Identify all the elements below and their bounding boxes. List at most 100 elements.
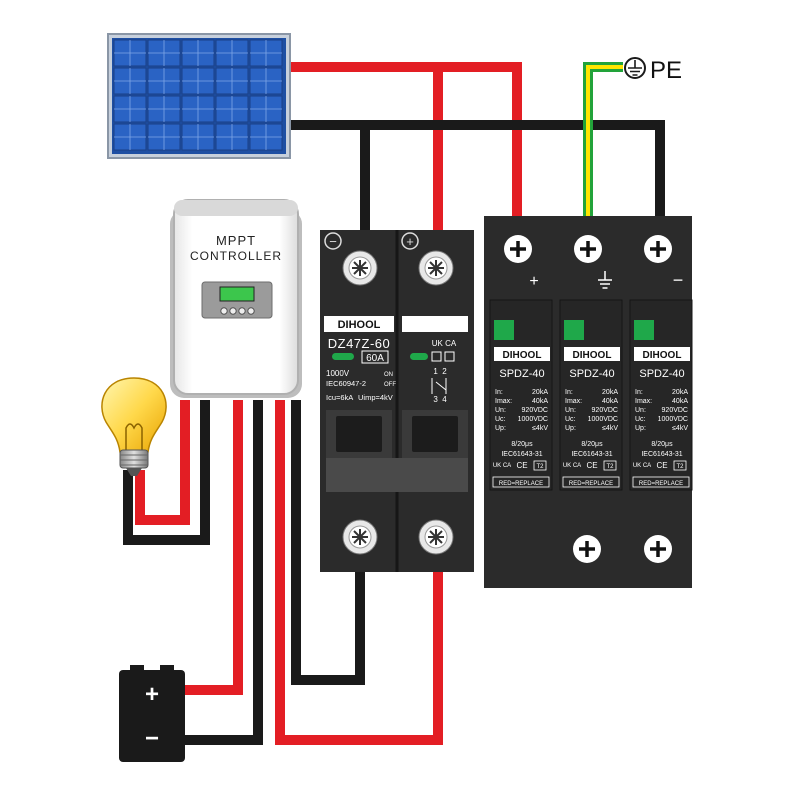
breaker-top-terminal-screw[interactable] bbox=[418, 250, 454, 286]
mppt-controller: MPPT CONTROLLER bbox=[170, 199, 302, 398]
breaker-top-terminal-screw[interactable] bbox=[342, 250, 378, 286]
mppt-button[interactable] bbox=[229, 307, 237, 315]
spd-spec-value: 920VDC bbox=[662, 407, 688, 414]
mppt-button[interactable] bbox=[220, 307, 228, 315]
spd-top-terminal-screw[interactable] bbox=[504, 235, 532, 263]
pe-earth-wire bbox=[583, 62, 623, 218]
spd-ce-mark: CE bbox=[516, 461, 527, 470]
spd-spec-value: 1000VDC bbox=[588, 416, 618, 423]
solar-cell-grid bbox=[148, 68, 180, 94]
spd-waveform: 8/20μs bbox=[581, 441, 603, 448]
spd-spec-value: 40kA bbox=[602, 398, 618, 405]
spd-class-box bbox=[603, 460, 617, 471]
spd-spec-label: Up: bbox=[635, 425, 646, 432]
breaker-rating: 60A bbox=[366, 353, 384, 364]
solar-cell-grid bbox=[114, 124, 146, 150]
spd-spec-label: Un: bbox=[635, 407, 646, 414]
spd-top-terminal-screw[interactable] bbox=[644, 235, 672, 263]
surge-protector: + − DIHOOLSPDZ-40In:20kAImax:40kAUn:920V… bbox=[484, 216, 693, 588]
spd-bottom-terminal-screw[interactable] bbox=[644, 535, 672, 563]
spd-replace-box bbox=[562, 476, 620, 488]
spd-spec-label: Up: bbox=[495, 425, 506, 432]
breaker-model: DZ47Z-60 bbox=[328, 336, 391, 351]
breaker-terminals-bottom: 3 4 bbox=[433, 395, 447, 404]
solar-cell-grid bbox=[148, 124, 180, 150]
spd-waveform: 8/20μs bbox=[651, 441, 673, 448]
spd-class-box bbox=[673, 460, 687, 471]
spd-spec-value: 40kA bbox=[672, 398, 688, 405]
spd-spec-value: 1000VDC bbox=[658, 416, 688, 423]
spd-spec-value: 1000VDC bbox=[518, 416, 548, 423]
spd-brand: DIHOOL bbox=[573, 350, 612, 361]
spd-earth-icon bbox=[598, 271, 612, 289]
pe-terminal: PE bbox=[624, 57, 682, 84]
spd-top-terminal-screw[interactable] bbox=[574, 235, 602, 263]
spd-brand-plate bbox=[494, 347, 550, 361]
spd-brand: DIHOOL bbox=[643, 350, 682, 361]
spd-brand: DIHOOL bbox=[503, 350, 542, 361]
spd-spec-label: Uc: bbox=[565, 416, 576, 423]
spd-spec-value: 20kA bbox=[672, 389, 688, 396]
solar-cell-grid bbox=[148, 40, 180, 66]
breaker-positive-output-wire bbox=[275, 400, 443, 745]
spd-spec-label: Uc: bbox=[635, 416, 646, 423]
spd-spec-label: Uc: bbox=[495, 416, 506, 423]
spd-spec-value: 40kA bbox=[532, 398, 548, 405]
breaker-ukca-mark: UK CA bbox=[432, 339, 457, 348]
solar-cell-grid bbox=[216, 124, 248, 150]
spd-replace-box bbox=[492, 476, 550, 488]
spd-module: DIHOOLSPDZ-40In:20kAImax:40kAUn:920VDCUc… bbox=[489, 299, 553, 491]
wires bbox=[123, 62, 665, 745]
spd-class: T2 bbox=[606, 464, 614, 470]
dc-breaker: − + DIHOOL DZ47Z-60 UK CA 60A 1000V ON I… bbox=[320, 230, 474, 572]
spd-replace-note: RED=REPLACE bbox=[569, 481, 613, 487]
spd-spec-value: ≤4kV bbox=[602, 425, 618, 432]
solar-cell-grid bbox=[114, 68, 146, 94]
spd-minus-sign: − bbox=[673, 270, 684, 290]
breaker-toggle-left[interactable] bbox=[336, 416, 382, 452]
breaker-plus-icon: + bbox=[406, 234, 414, 249]
solar-cell-grid bbox=[114, 96, 146, 122]
solar-cell-grid bbox=[182, 96, 214, 122]
spd-ukca-mark: UK CA bbox=[633, 463, 651, 469]
pe-label: PE bbox=[650, 57, 682, 84]
mppt-screen bbox=[219, 286, 255, 302]
spd-spec-value: 920VDC bbox=[522, 407, 548, 414]
breaker-toggle-right[interactable] bbox=[412, 416, 458, 452]
pv-negative-wire bbox=[288, 120, 665, 232]
solar-cells bbox=[113, 39, 283, 151]
solar-panel bbox=[107, 33, 291, 159]
spd-standard: IEC61643-31 bbox=[641, 451, 682, 458]
spd-spec-value: ≤4kV bbox=[532, 425, 548, 432]
battery-plus-sign: + bbox=[145, 681, 159, 708]
solar-cell-grid bbox=[148, 96, 180, 122]
solar-cell-grid bbox=[182, 68, 214, 94]
spd-spec-label: Up: bbox=[565, 425, 576, 432]
spd-ukca-mark: UK CA bbox=[493, 463, 511, 469]
spd-brand-plate bbox=[634, 347, 690, 361]
mppt-button[interactable] bbox=[238, 307, 246, 315]
breaker-standard: IEC60947-2 bbox=[326, 379, 366, 388]
spd-waveform: 8/20μs bbox=[511, 441, 533, 448]
spd-class: T2 bbox=[676, 464, 684, 470]
breaker-bottom-terminal-screw[interactable] bbox=[342, 519, 378, 555]
load-positive-wire bbox=[135, 400, 190, 525]
solar-cell-grid bbox=[250, 96, 282, 122]
spd-spec-value: ≤4kV bbox=[672, 425, 688, 432]
solar-cell-grid bbox=[250, 40, 282, 66]
load-negative-wire bbox=[123, 400, 210, 545]
spd-status-window bbox=[564, 320, 584, 340]
solar-cell-grid bbox=[216, 40, 248, 66]
mppt-button[interactable] bbox=[247, 307, 255, 315]
breaker-negative-output-wire bbox=[291, 400, 365, 685]
spd-spec-label: Imax: bbox=[495, 398, 512, 405]
mppt-subtitle: CONTROLLER bbox=[190, 249, 282, 263]
spd-bottom-terminal-screw[interactable] bbox=[573, 535, 601, 563]
spd-spec-label: In: bbox=[495, 389, 503, 396]
breaker-bottom-terminal-screw[interactable] bbox=[418, 519, 454, 555]
spd-spec-value: 20kA bbox=[602, 389, 618, 396]
spd-spec-value: 920VDC bbox=[592, 407, 618, 414]
solar-cell-grid bbox=[182, 124, 214, 150]
battery: + − bbox=[119, 665, 185, 762]
